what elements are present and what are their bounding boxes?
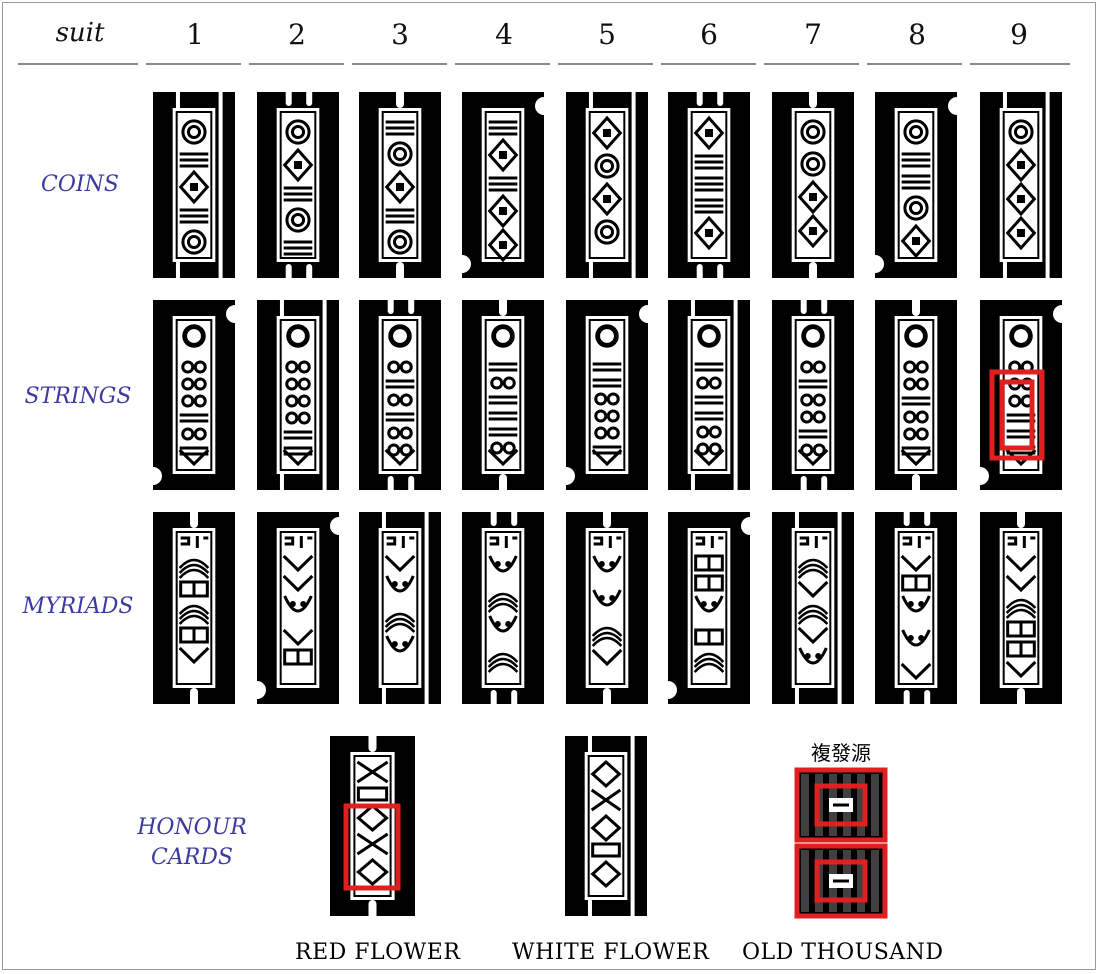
strings-card-4 bbox=[462, 296, 544, 494]
header-divider-2 bbox=[249, 63, 344, 65]
strings-card-3 bbox=[359, 296, 441, 494]
myriads-card-4 bbox=[462, 508, 544, 708]
coins-card-3 bbox=[359, 88, 441, 282]
myriads-card-7 bbox=[772, 512, 854, 704]
coins-card-8 bbox=[866, 92, 966, 278]
coins-card-7 bbox=[772, 88, 854, 282]
rank-header-8: 8 bbox=[908, 18, 926, 51]
coins-card-9 bbox=[980, 92, 1062, 278]
caption-white-flower: WHITE FLOWER bbox=[512, 940, 710, 965]
header-divider-6 bbox=[661, 63, 756, 65]
rank-header-7: 7 bbox=[804, 18, 822, 51]
myriads-card-2 bbox=[248, 512, 348, 704]
header-divider-suit bbox=[18, 63, 138, 65]
strings-card-5 bbox=[557, 300, 657, 490]
coins-card-4 bbox=[453, 92, 553, 278]
rank-header-9: 9 bbox=[1010, 18, 1028, 51]
old-thousand-card: 複發源 bbox=[794, 741, 888, 919]
strings-card-6 bbox=[668, 300, 750, 490]
rank-header-2: 2 bbox=[288, 18, 306, 51]
myriads-card-5 bbox=[566, 508, 648, 708]
coins-card-1 bbox=[153, 92, 235, 278]
white-flower-card bbox=[565, 736, 647, 916]
coins-card-6 bbox=[668, 88, 750, 282]
header-divider-7 bbox=[764, 63, 859, 65]
row-label-coins: COINS bbox=[41, 172, 119, 197]
strings-card-1 bbox=[144, 300, 244, 490]
strings-card-8 bbox=[875, 296, 957, 494]
strings-card-9 bbox=[971, 300, 1071, 490]
header-divider-1 bbox=[146, 63, 241, 65]
red-flower-card bbox=[330, 732, 415, 920]
myriads-card-8 bbox=[875, 508, 957, 708]
header-divider-5 bbox=[558, 63, 653, 65]
coins-card-2 bbox=[257, 88, 339, 282]
row-label-myriads: MYRIADS bbox=[22, 594, 134, 619]
myriads-card-9 bbox=[980, 508, 1062, 708]
myriads-card-6 bbox=[659, 512, 759, 704]
myriads-card-1 bbox=[153, 508, 235, 708]
header-divider-8 bbox=[867, 63, 962, 65]
caption-old-thousand: OLD THOUSAND bbox=[742, 940, 944, 965]
header-divider-9 bbox=[970, 63, 1070, 65]
rank-header-1: 1 bbox=[186, 18, 204, 51]
strings-card-2 bbox=[257, 300, 339, 490]
row-label-strings: STRINGS bbox=[24, 384, 132, 409]
old-thousand-seal-text: 複發源 bbox=[811, 741, 871, 765]
myriads-card-3 bbox=[359, 512, 441, 704]
row-label-cards: CARDS bbox=[151, 845, 233, 870]
header-divider-3 bbox=[352, 63, 447, 65]
rank-header-3: 3 bbox=[391, 18, 409, 51]
coins-card-5 bbox=[566, 92, 648, 278]
strings-card-7 bbox=[772, 296, 854, 494]
rank-header-6: 6 bbox=[700, 18, 718, 51]
rank-header-4: 4 bbox=[495, 18, 513, 51]
row-label-honour: HONOUR bbox=[137, 815, 247, 840]
caption-red-flower: RED FLOWER bbox=[295, 940, 461, 965]
suit-header: suit bbox=[55, 18, 105, 48]
header-divider-4 bbox=[455, 63, 550, 65]
rank-header-5: 5 bbox=[598, 18, 616, 51]
